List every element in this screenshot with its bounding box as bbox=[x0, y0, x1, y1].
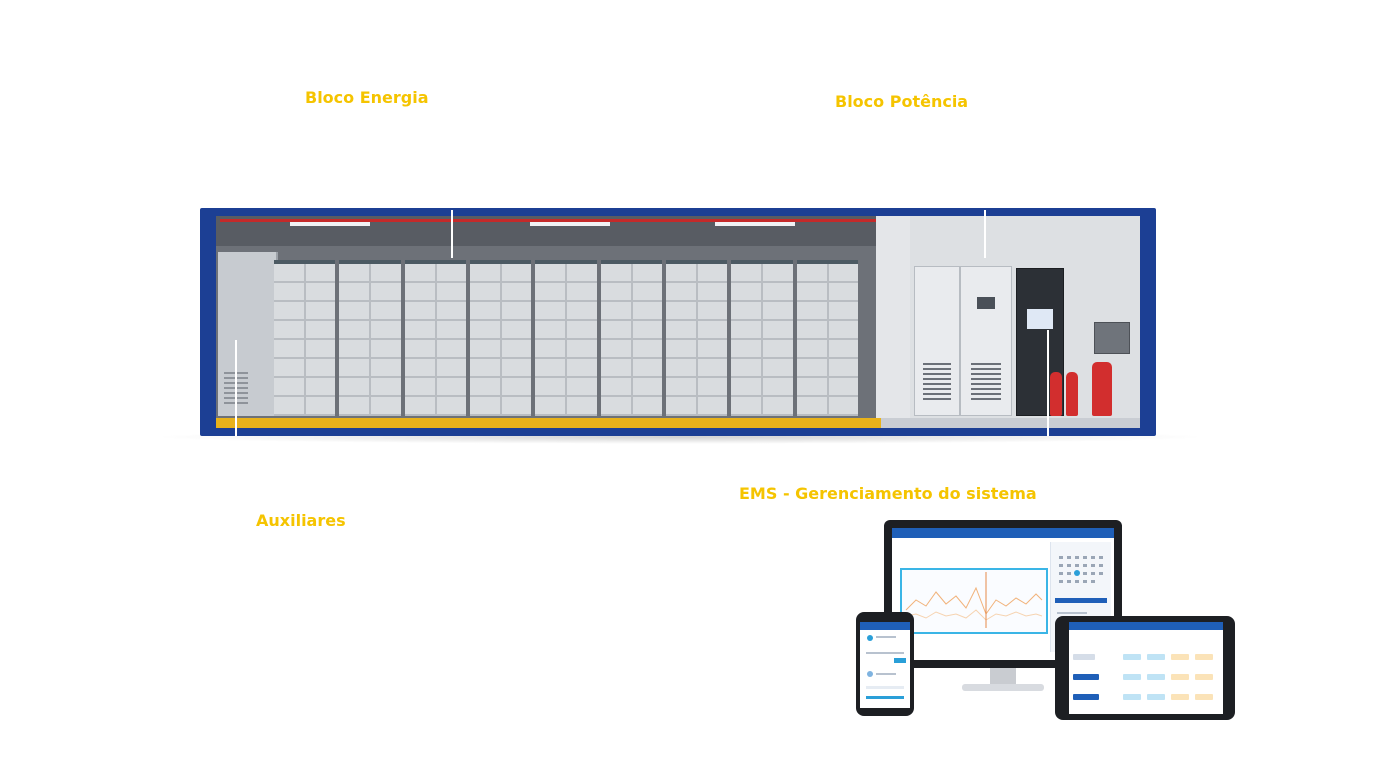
battery-racks bbox=[274, 260, 858, 416]
tablet-app-bar bbox=[1069, 622, 1223, 630]
monitor-stand bbox=[990, 668, 1016, 684]
battery-rack bbox=[665, 260, 728, 416]
phone-ui bbox=[866, 635, 906, 699]
electrical-panel bbox=[1094, 322, 1130, 354]
leader-line-ems bbox=[1047, 330, 1049, 436]
label-bloco-energia: Bloco Energia bbox=[305, 88, 429, 107]
cabinet-display bbox=[977, 297, 995, 309]
label-ems: EMS - Gerenciamento do sistema bbox=[739, 484, 1037, 503]
smartphone bbox=[856, 612, 914, 716]
battery-rack bbox=[796, 260, 858, 416]
app-header-bar bbox=[892, 528, 1114, 538]
pcs-cabinet-right bbox=[960, 266, 1012, 416]
ceiling-lamp bbox=[290, 222, 370, 226]
battery-rack bbox=[404, 260, 466, 416]
fire-extinguisher-icon bbox=[1066, 372, 1078, 416]
container-floor bbox=[216, 418, 881, 428]
ceiling-lamp bbox=[715, 222, 795, 226]
battery-rack bbox=[339, 260, 401, 416]
leader-line-power bbox=[984, 210, 986, 258]
leader-line-energy bbox=[451, 210, 453, 258]
fire-extinguisher-icon bbox=[1050, 372, 1062, 416]
list-item bbox=[1073, 692, 1219, 702]
fire-pipe bbox=[220, 219, 910, 222]
tablet bbox=[1055, 616, 1235, 720]
cabinet-grill bbox=[971, 363, 1001, 403]
fire-extinguisher-icon bbox=[1092, 362, 1112, 416]
power-room bbox=[910, 216, 1140, 426]
auxiliary-cabinet bbox=[218, 252, 278, 416]
list-item bbox=[1073, 672, 1219, 682]
battery-rack bbox=[600, 260, 662, 416]
ems-cabinet-screen bbox=[1027, 309, 1053, 329]
leader-line-aux bbox=[235, 340, 237, 436]
cabinet-grill bbox=[923, 363, 951, 403]
battery-rack bbox=[469, 260, 532, 416]
battery-container bbox=[200, 208, 1156, 436]
chart-lines bbox=[905, 572, 1043, 628]
pcs-cabinet-left bbox=[914, 266, 960, 416]
phone-screen bbox=[860, 622, 910, 708]
label-bloco-potencia: Bloco Potência bbox=[835, 92, 969, 111]
tablet-screen bbox=[1069, 622, 1223, 714]
label-auxiliares: Auxiliares bbox=[256, 511, 346, 530]
battery-rack bbox=[535, 260, 597, 416]
list-item bbox=[1073, 652, 1219, 662]
container-floor bbox=[881, 418, 1140, 428]
ceiling-lamp bbox=[530, 222, 610, 226]
battery-rack bbox=[274, 260, 336, 416]
partition-wall bbox=[876, 216, 912, 426]
battery-rack bbox=[731, 260, 793, 416]
dashboard-chart bbox=[900, 568, 1048, 634]
phone-app-bar bbox=[860, 622, 910, 630]
monitor-stand-base bbox=[962, 684, 1044, 691]
